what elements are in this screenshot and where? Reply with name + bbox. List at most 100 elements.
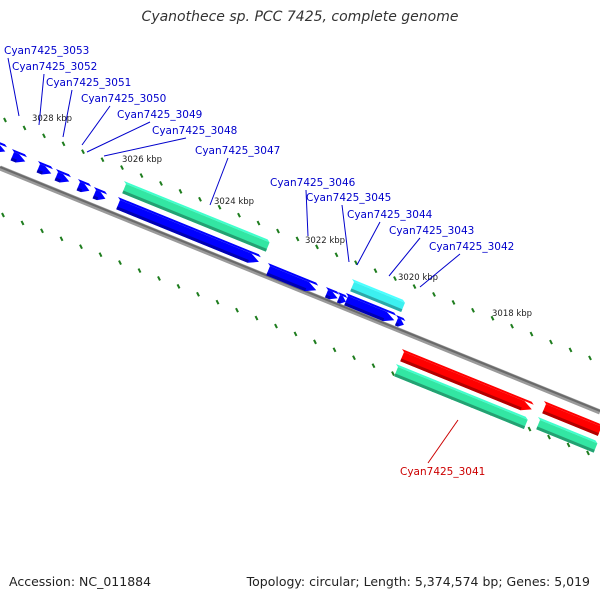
gene-band-highlight: [350, 279, 405, 312]
gene-label-forward[interactable]: Cyan7425_3045: [306, 192, 391, 204]
gene-label-forward[interactable]: Cyan7425_3048: [152, 125, 237, 137]
cds-reverse-arrow: [542, 401, 600, 436]
outer-tick: [120, 165, 124, 171]
outer-tick: [529, 331, 534, 337]
gene-label-leader: [62, 89, 73, 138]
outer-tick: [22, 125, 27, 131]
inner-tick: [98, 252, 103, 258]
gene-band: [122, 181, 270, 252]
inner-tick: [586, 450, 590, 456]
cds-forward-arrow: [266, 263, 319, 292]
gene-label-forward[interactable]: Cyan7425_3051: [46, 77, 131, 89]
outer-tick: [373, 268, 378, 274]
outer-tick-marks: [3, 117, 592, 361]
inner-tick: [40, 228, 44, 234]
cds-forward-arrow: [10, 149, 27, 163]
inner-tick: [254, 315, 259, 321]
outer-tick: [549, 339, 553, 345]
gene-label-forward[interactable]: Cyan7425_3053: [4, 45, 89, 57]
inner-tick: [118, 260, 122, 266]
cds-forward-arrow: [92, 187, 108, 201]
cds-forward-arrow: [344, 293, 397, 322]
outer-tick: [334, 252, 339, 258]
cds-forward-arrow: [324, 287, 340, 300]
inner-tick: [235, 307, 239, 313]
outer-tick: [315, 244, 319, 250]
gene-label-leader: [209, 157, 229, 206]
inner-tick: [371, 363, 376, 369]
inner-tick: [215, 299, 220, 305]
gene-label-leader: [81, 105, 111, 146]
outer-tick: [393, 276, 397, 282]
gene-label-leader: [305, 189, 309, 237]
inner-tick: [313, 339, 317, 345]
gene-label-forward[interactable]: Cyan7425_3047: [195, 145, 280, 157]
cds-forward-arrow: [36, 161, 53, 175]
inner-tick: [293, 331, 298, 337]
outer-tick: [588, 355, 592, 361]
inner-tick: [1, 212, 5, 218]
scale-label: 3022 kbp: [305, 236, 345, 246]
cds-forward-arrow: [0, 142, 7, 153]
cds-forward-arrow: [394, 315, 406, 327]
gene-label-forward[interactable]: Cyan7425_3050: [81, 93, 166, 105]
outer-tick: [61, 141, 66, 147]
cds-forward-arrow: [336, 292, 348, 304]
outer-tick: [198, 196, 202, 202]
outer-tick: [276, 228, 280, 234]
inner-tick: [79, 244, 83, 250]
inner-tick: [20, 220, 25, 226]
inner-tick: [332, 347, 337, 353]
inner-tick: [137, 268, 142, 273]
inner-tick: [196, 291, 200, 297]
outer-tick: [412, 284, 417, 289]
outer-tick: [451, 299, 456, 305]
outer-tick: [178, 188, 183, 194]
genome-title: Cyanothece sp. PCC 7425, complete genome: [141, 9, 459, 25]
gene-label-forward[interactable]: Cyan7425_3042: [429, 241, 514, 253]
genome-backbone: [0, 165, 600, 415]
gene-label-reverse[interactable]: Cyan7425_3041: [400, 466, 485, 478]
outer-tick: [159, 180, 163, 186]
scale-label: 3024 kbp: [214, 197, 254, 207]
outer-tick: [432, 292, 436, 297]
inner-tick: [157, 275, 161, 281]
outer-tick: [471, 307, 475, 313]
gene-label-leader: [38, 73, 45, 126]
cds-forward-arrow: [76, 179, 92, 193]
gene-label-forward[interactable]: Cyan7425_3044: [347, 209, 433, 221]
gene-label-leader: [388, 237, 421, 277]
gene-label-leader: [103, 137, 187, 157]
outer-tick: [490, 315, 495, 321]
genome-summary-text: Topology: circular; Length: 5,374,574 bp…: [246, 574, 590, 589]
cds-reverse-arrow: [400, 349, 534, 411]
gene-label-leader: [356, 221, 381, 266]
inner-tick: [274, 323, 278, 329]
gene-label-leader: [427, 419, 459, 464]
gene-features: [0, 142, 600, 453]
gene-label-leader: [7, 57, 20, 117]
cds-forward-arrow: [54, 169, 71, 183]
gene-label-forward[interactable]: Cyan7425_3046: [270, 177, 356, 189]
scale-label: 3020 kbp: [398, 273, 438, 283]
outer-tick: [42, 133, 46, 139]
gene-band: [394, 364, 528, 430]
outer-tick: [295, 236, 300, 242]
outer-tick: [3, 117, 7, 123]
outer-tick: [256, 220, 261, 226]
cds-forward-arrow: [116, 197, 261, 263]
outer-tick: [81, 149, 85, 155]
inner-tick: [352, 355, 356, 361]
outer-tick: [510, 323, 514, 329]
inner-tick: [566, 442, 571, 448]
outer-tick: [237, 212, 241, 218]
gene-label-leader: [86, 121, 151, 153]
inner-tick: [527, 426, 532, 432]
gene-band: [536, 417, 598, 453]
gene-label-forward[interactable]: Cyan7425_3052: [12, 61, 97, 73]
gene-label-forward[interactable]: Cyan7425_3043: [389, 225, 474, 237]
gene-labels: Cyan7425_3053Cyan7425_3052Cyan7425_3051C…: [4, 45, 514, 478]
gene-label-forward[interactable]: Cyan7425_3049: [117, 109, 202, 121]
inner-tick: [391, 371, 395, 377]
